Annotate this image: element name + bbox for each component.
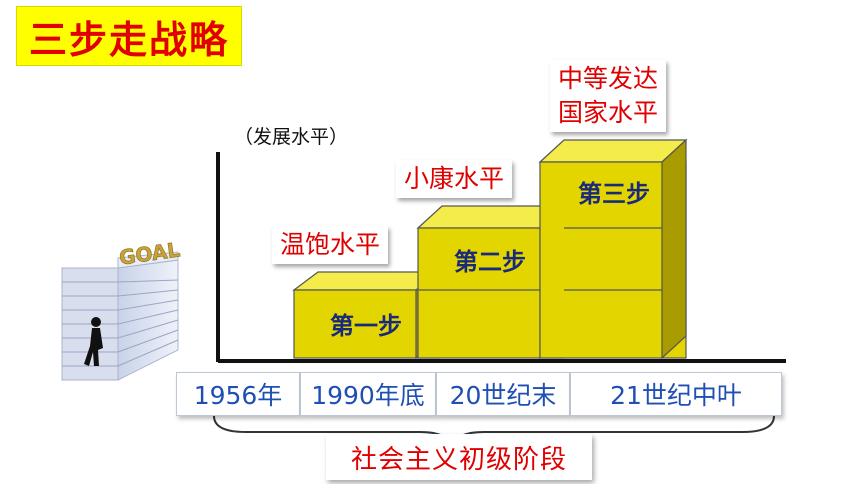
title-box: 三步走战略 [16, 6, 242, 66]
step-1-label: 第一步 [330, 311, 402, 340]
step-2-label: 第二步 [454, 247, 526, 276]
time-label-1956: 1956年 [176, 372, 300, 416]
chart-axes [216, 152, 786, 363]
level-label-step-1: 温饱水平 [272, 226, 389, 264]
stage-label: 社会主义初级阶段 [326, 434, 592, 480]
level-label-step-3-line-1: 中等发达 [558, 64, 659, 93]
time-label-20th-century-end: 20世纪末 [436, 372, 570, 416]
time-label-21st-century-mid: 21世纪中叶 [570, 372, 782, 416]
level-label-step-2: 小康水平 [396, 160, 513, 198]
level-label-step-3-line-2: 国家水平 [558, 98, 659, 127]
step-3-block [538, 138, 688, 360]
walking-person-icon [84, 317, 103, 366]
step-3-label: 第三步 [578, 179, 650, 208]
goal-staircase-illustration: GOAL [61, 237, 182, 381]
level-label-step-3: 中等发达 国家水平 [550, 60, 667, 132]
page-title: 三步走战略 [28, 17, 229, 62]
time-label-1990: 1990年底 [300, 372, 436, 416]
y-axis-label: （发展水平） [234, 126, 349, 148]
